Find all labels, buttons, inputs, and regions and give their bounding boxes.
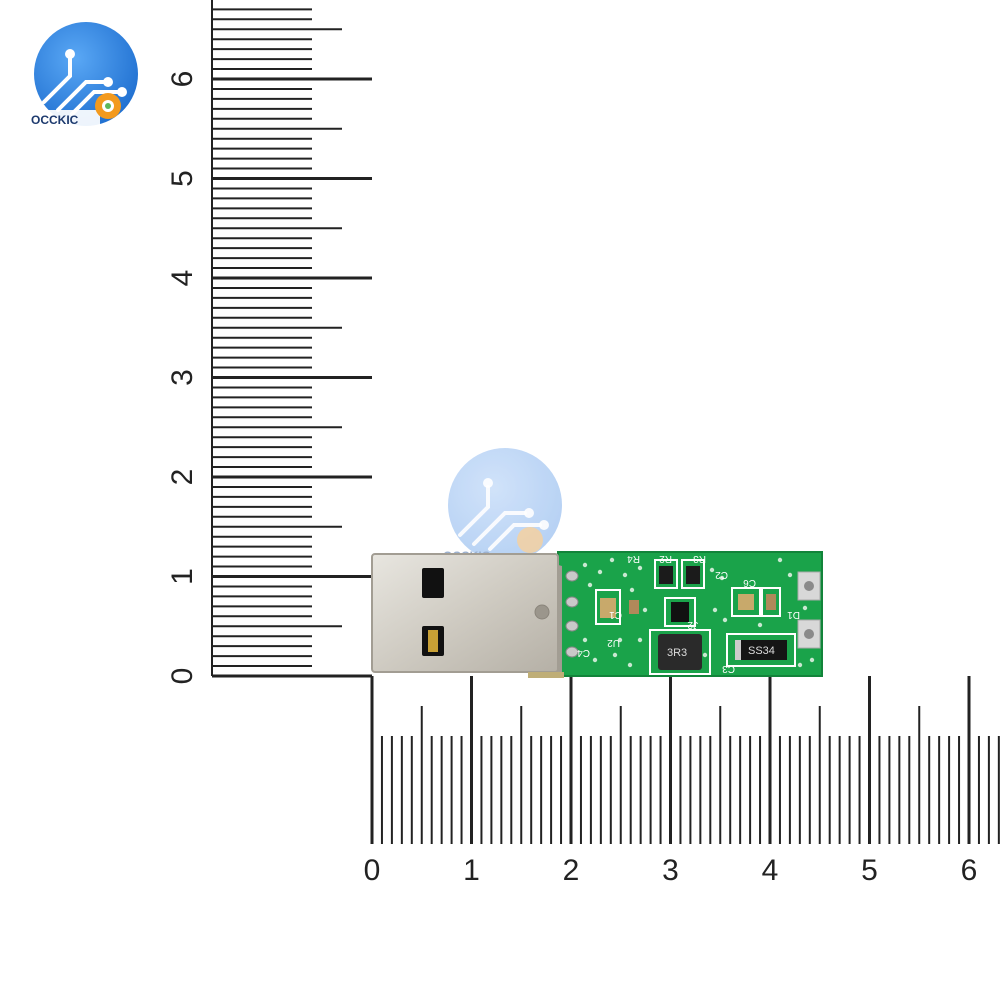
silkscreen-outlines xyxy=(595,559,796,675)
silkscreen-label: C4 xyxy=(577,647,590,658)
horizontal-ruler-labels: 0 1 2 3 4 5 6 xyxy=(364,854,978,887)
usb-a-plug xyxy=(371,553,564,678)
vertical-ruler-label: 6 xyxy=(166,71,199,88)
silkscreen-label: R4 xyxy=(627,553,640,564)
horizontal-ruler-label: 6 xyxy=(961,854,978,887)
circuit-logo-icon xyxy=(448,448,562,562)
circuit-traces-icon xyxy=(42,56,120,116)
silkscreen-label: D1 xyxy=(787,609,800,620)
watermark-logo: OCCKIC xyxy=(443,448,562,563)
gear-icon xyxy=(95,93,121,119)
inductor-marking: 3R3 xyxy=(667,647,687,659)
vertical-ruler-label: 4 xyxy=(166,270,199,287)
silkscreen-label: C3 xyxy=(722,663,735,674)
horizontal-ruler-label: 4 xyxy=(762,854,779,887)
vertical-ruler xyxy=(211,0,372,678)
brand-name: OCCKIC xyxy=(31,113,79,127)
vertical-ruler-label: 3 xyxy=(166,369,199,386)
vertical-ruler-label: 2 xyxy=(166,469,199,486)
brand-logo: OCCKIC xyxy=(28,22,138,128)
vertical-ruler-label: 5 xyxy=(166,170,199,187)
ic-chip xyxy=(671,602,689,622)
horizontal-ruler-label: 3 xyxy=(662,854,679,887)
silkscreen-label: R2 xyxy=(659,553,672,564)
vertical-ruler-label: 0 xyxy=(166,668,199,685)
horizontal-ruler-label: 1 xyxy=(463,854,480,887)
silkscreen-label: J2 xyxy=(687,619,698,630)
vertical-ruler-label: 1 xyxy=(166,568,199,585)
usb-solder-pins xyxy=(565,570,579,658)
gear-icon xyxy=(517,527,543,553)
horizontal-ruler-label: 0 xyxy=(364,854,381,887)
silkscreen-label: U2 xyxy=(607,637,620,648)
silkscreen-label: C6 xyxy=(743,577,756,588)
horizontal-ruler-label: 2 xyxy=(563,854,580,887)
silkscreen-label: R3 xyxy=(693,553,706,564)
silkscreen-label: C1 xyxy=(609,609,622,620)
usb-contact-hole xyxy=(422,568,444,598)
diode xyxy=(735,640,787,660)
smd-components: 3R3 SS34 xyxy=(600,566,787,670)
diode-marking: SS34 xyxy=(748,645,775,657)
horizontal-ruler xyxy=(370,676,1000,844)
inductor xyxy=(658,634,702,670)
output-pads xyxy=(797,571,821,649)
vertical-ruler-labels: 0 1 2 3 4 5 6 xyxy=(166,71,199,685)
silkscreen-label: C2 xyxy=(715,569,728,580)
horizontal-ruler-label: 5 xyxy=(861,854,878,887)
